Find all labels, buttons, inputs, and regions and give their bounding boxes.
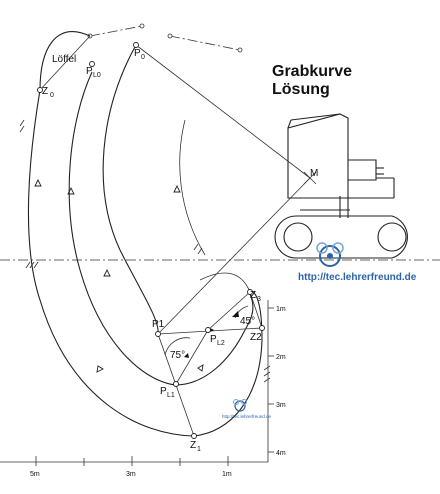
bottom-scale	[0, 456, 268, 466]
direction-arrows	[34, 178, 204, 373]
arc-bottom-inner	[199, 272, 251, 293]
label-z3-sub: 3	[257, 296, 261, 303]
line-pl2-pl1	[175, 329, 209, 385]
arc-inner	[179, 119, 206, 256]
watermark-text: http://tec.lehrerfreund.de	[298, 272, 417, 283]
scale-bottom-3m: 3m	[126, 471, 136, 478]
right-scale	[267, 300, 274, 462]
arrowhead-75	[184, 353, 189, 358]
label-m: M	[310, 168, 318, 179]
scale-bottom-1m: 1m	[222, 471, 232, 478]
label-z2: Z2	[250, 332, 262, 343]
label-pl0-sub: L0	[93, 72, 101, 79]
excavator-body	[274, 113, 408, 259]
label-pl2: P	[210, 334, 217, 345]
label-angle-75: 75°	[170, 350, 185, 361]
label-z1: Z	[190, 440, 196, 451]
label-pl0: P	[86, 66, 93, 77]
scale-right-3m: 3m	[276, 402, 286, 409]
angle-arc-75	[164, 337, 191, 356]
terrain-hatch	[19, 119, 271, 383]
label-loeffel: Löffel	[52, 54, 76, 65]
scale-bottom-5m: 5m	[30, 471, 40, 478]
angle-arc-45	[234, 305, 249, 319]
link-top-z0	[39, 35, 91, 91]
label-p0: P	[134, 48, 141, 59]
scale-right-2m: 2m	[276, 354, 286, 361]
label-pl1-sub: L1	[167, 392, 175, 399]
label-pl1: P	[160, 386, 167, 397]
watermark-small-logo-icon	[233, 399, 247, 412]
label-angle-45: 45°	[240, 316, 255, 327]
arc-p0	[102, 44, 159, 335]
label-z0-sub: 0	[50, 92, 54, 99]
label-z1-sub: 1	[197, 446, 201, 453]
grab-curve-pl	[68, 71, 254, 386]
label-z0: Z	[42, 86, 48, 97]
top-dash-left	[89, 25, 143, 37]
watermark-logo-icon	[316, 242, 344, 267]
scale-right-4m: 4m	[276, 450, 286, 457]
arm-line-p1-m	[157, 177, 311, 335]
top-dash-right	[169, 35, 241, 51]
grab-curve-outer	[27, 31, 263, 437]
pivot-m-mark	[303, 171, 317, 185]
watermark-small-text: http://tec.lehrerfreund.de	[222, 414, 272, 419]
arrowhead-45	[232, 311, 239, 317]
label-p1: P1	[152, 319, 165, 330]
line-z2-z3	[249, 291, 263, 329]
title-line-1: Grabkurve	[272, 63, 352, 80]
label-p0-sub: 0	[141, 54, 145, 61]
line-pl2-z3	[207, 291, 251, 331]
point-markers	[37, 42, 265, 439]
scale-right-1m: 1m	[276, 306, 286, 313]
label-z3: Z	[250, 290, 256, 301]
label-pl2-sub: L2	[217, 340, 225, 347]
title-line-2: Lösung	[272, 81, 330, 98]
arm-line-p0-m	[135, 44, 311, 179]
